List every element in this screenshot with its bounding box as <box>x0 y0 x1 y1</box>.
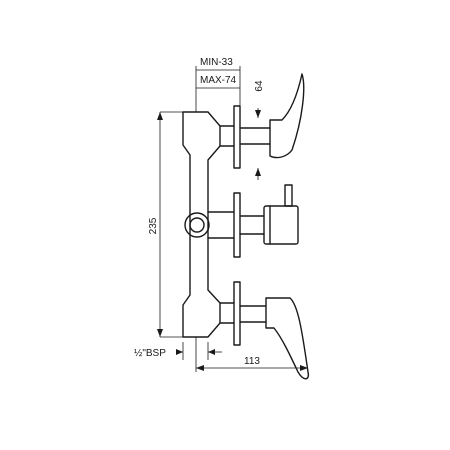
depth-dimension <box>195 66 241 112</box>
diverter-spindle <box>239 215 265 235</box>
upper-flange-plate <box>233 105 241 169</box>
lower-flange-plate <box>233 281 241 346</box>
upper-outlet-stub <box>219 125 235 147</box>
flange-gap-dimension <box>255 108 261 180</box>
height-dimension <box>157 111 183 338</box>
width-label: 113 <box>244 356 260 367</box>
inlet-dimension <box>176 342 222 360</box>
height-label: 235 <box>148 217 159 234</box>
upper-lever-handle <box>269 73 305 159</box>
middle-flange-plate <box>233 192 241 258</box>
inlet-size-label: ½"BSP <box>134 348 166 359</box>
lower-lever-handle <box>265 297 310 380</box>
inlet-port-inner <box>189 217 205 233</box>
middle-outlet-stub <box>207 211 235 239</box>
width-dimension <box>195 337 308 372</box>
min-depth-label: MIN-33 <box>200 57 233 68</box>
max-depth-label: MAX-74 <box>200 75 237 86</box>
lower-outlet-stub <box>219 302 235 324</box>
inlet-port-outer <box>184 212 210 238</box>
valve-body-outline <box>182 111 221 338</box>
flange-gap-label: 64 <box>254 80 265 92</box>
diverter-knob <box>263 205 299 245</box>
upper-spindle <box>239 127 271 145</box>
diverter-pin <box>284 184 293 207</box>
lower-spindle <box>239 305 267 323</box>
